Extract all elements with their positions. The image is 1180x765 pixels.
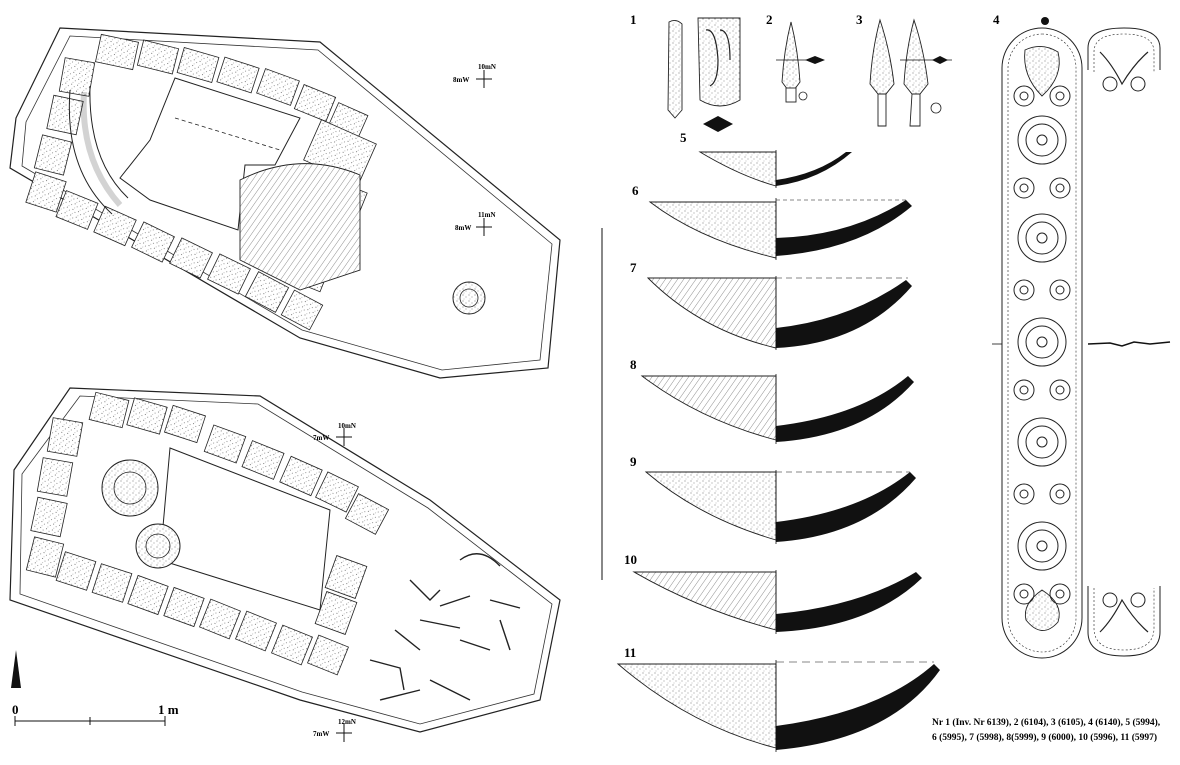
svg-text:11mN: 11mN [478, 211, 496, 219]
vessel-10 [632, 570, 922, 634]
fig-label-7: 7 [630, 260, 637, 275]
fig-label-2: 2 [766, 12, 773, 27]
vessel-11 [616, 660, 940, 752]
fig-label-3: 3 [856, 12, 863, 27]
grave-plan-top [9, 27, 561, 379]
vessel-7 [646, 276, 912, 350]
grid-marker-top-b: 11mN 8mW [455, 211, 496, 236]
svg-text:8mW: 8mW [455, 224, 471, 232]
fig-label-5: 5 [680, 130, 687, 145]
stone-blocks-bottom [25, 391, 390, 676]
svg-text:12mN: 12mN [338, 718, 356, 726]
fig-label-6: 6 [632, 183, 639, 198]
bowl-find-top [452, 281, 486, 315]
find-4-side-view [1087, 27, 1161, 657]
svg-text:10mN: 10mN [338, 422, 356, 430]
svg-text:0: 0 [12, 702, 19, 717]
caption-line-2: 6 (5995), 7 (5998), 8(5999), 9 (6000), 1… [932, 732, 1157, 743]
grid-marker-bottom-a: 10mN 7mW [313, 422, 356, 446]
svg-text:1 m: 1 m [158, 702, 179, 717]
svg-text:8mW: 8mW [453, 76, 469, 84]
urns-bottom [101, 459, 181, 569]
vessel-5 [698, 150, 852, 188]
svg-text:7mW: 7mW [313, 730, 329, 738]
fig-label-1: 1 [630, 12, 637, 27]
fig-label-10: 10 [624, 552, 637, 567]
scale-bar: 0 1 m [12, 702, 179, 726]
fig-label-11: 11 [624, 645, 636, 660]
bone-remains [369, 553, 521, 701]
caption-line-1: Nr 1 (Inv. Nr 6139), 2 (6104), 3 (6105),… [932, 717, 1161, 728]
find-2-spearhead [776, 21, 825, 103]
fig-label-4: 4 [993, 12, 1000, 27]
find-3-spearheads [869, 18, 952, 127]
fig-label-8: 8 [630, 357, 637, 372]
inner-chamber-top [119, 77, 301, 231]
svg-text:10mN: 10mN [478, 63, 496, 71]
vessel-8 [640, 374, 914, 444]
inner-chamber-bottom [159, 447, 331, 611]
vessel-9 [644, 470, 916, 544]
grave-plan-bottom [9, 387, 561, 733]
north-arrow-icon [11, 650, 21, 688]
vessel-6 [648, 198, 912, 260]
grid-marker-top-a: 10mN 8mW [453, 63, 496, 88]
grid-marker-bottom-b: 12mN 7mW [313, 718, 356, 742]
svg-text:7mW: 7mW [313, 434, 329, 442]
fig-label-9: 9 [630, 454, 637, 469]
find-1-knife-sheath [667, 17, 741, 132]
find-4-ornamented-strip [992, 17, 1171, 659]
